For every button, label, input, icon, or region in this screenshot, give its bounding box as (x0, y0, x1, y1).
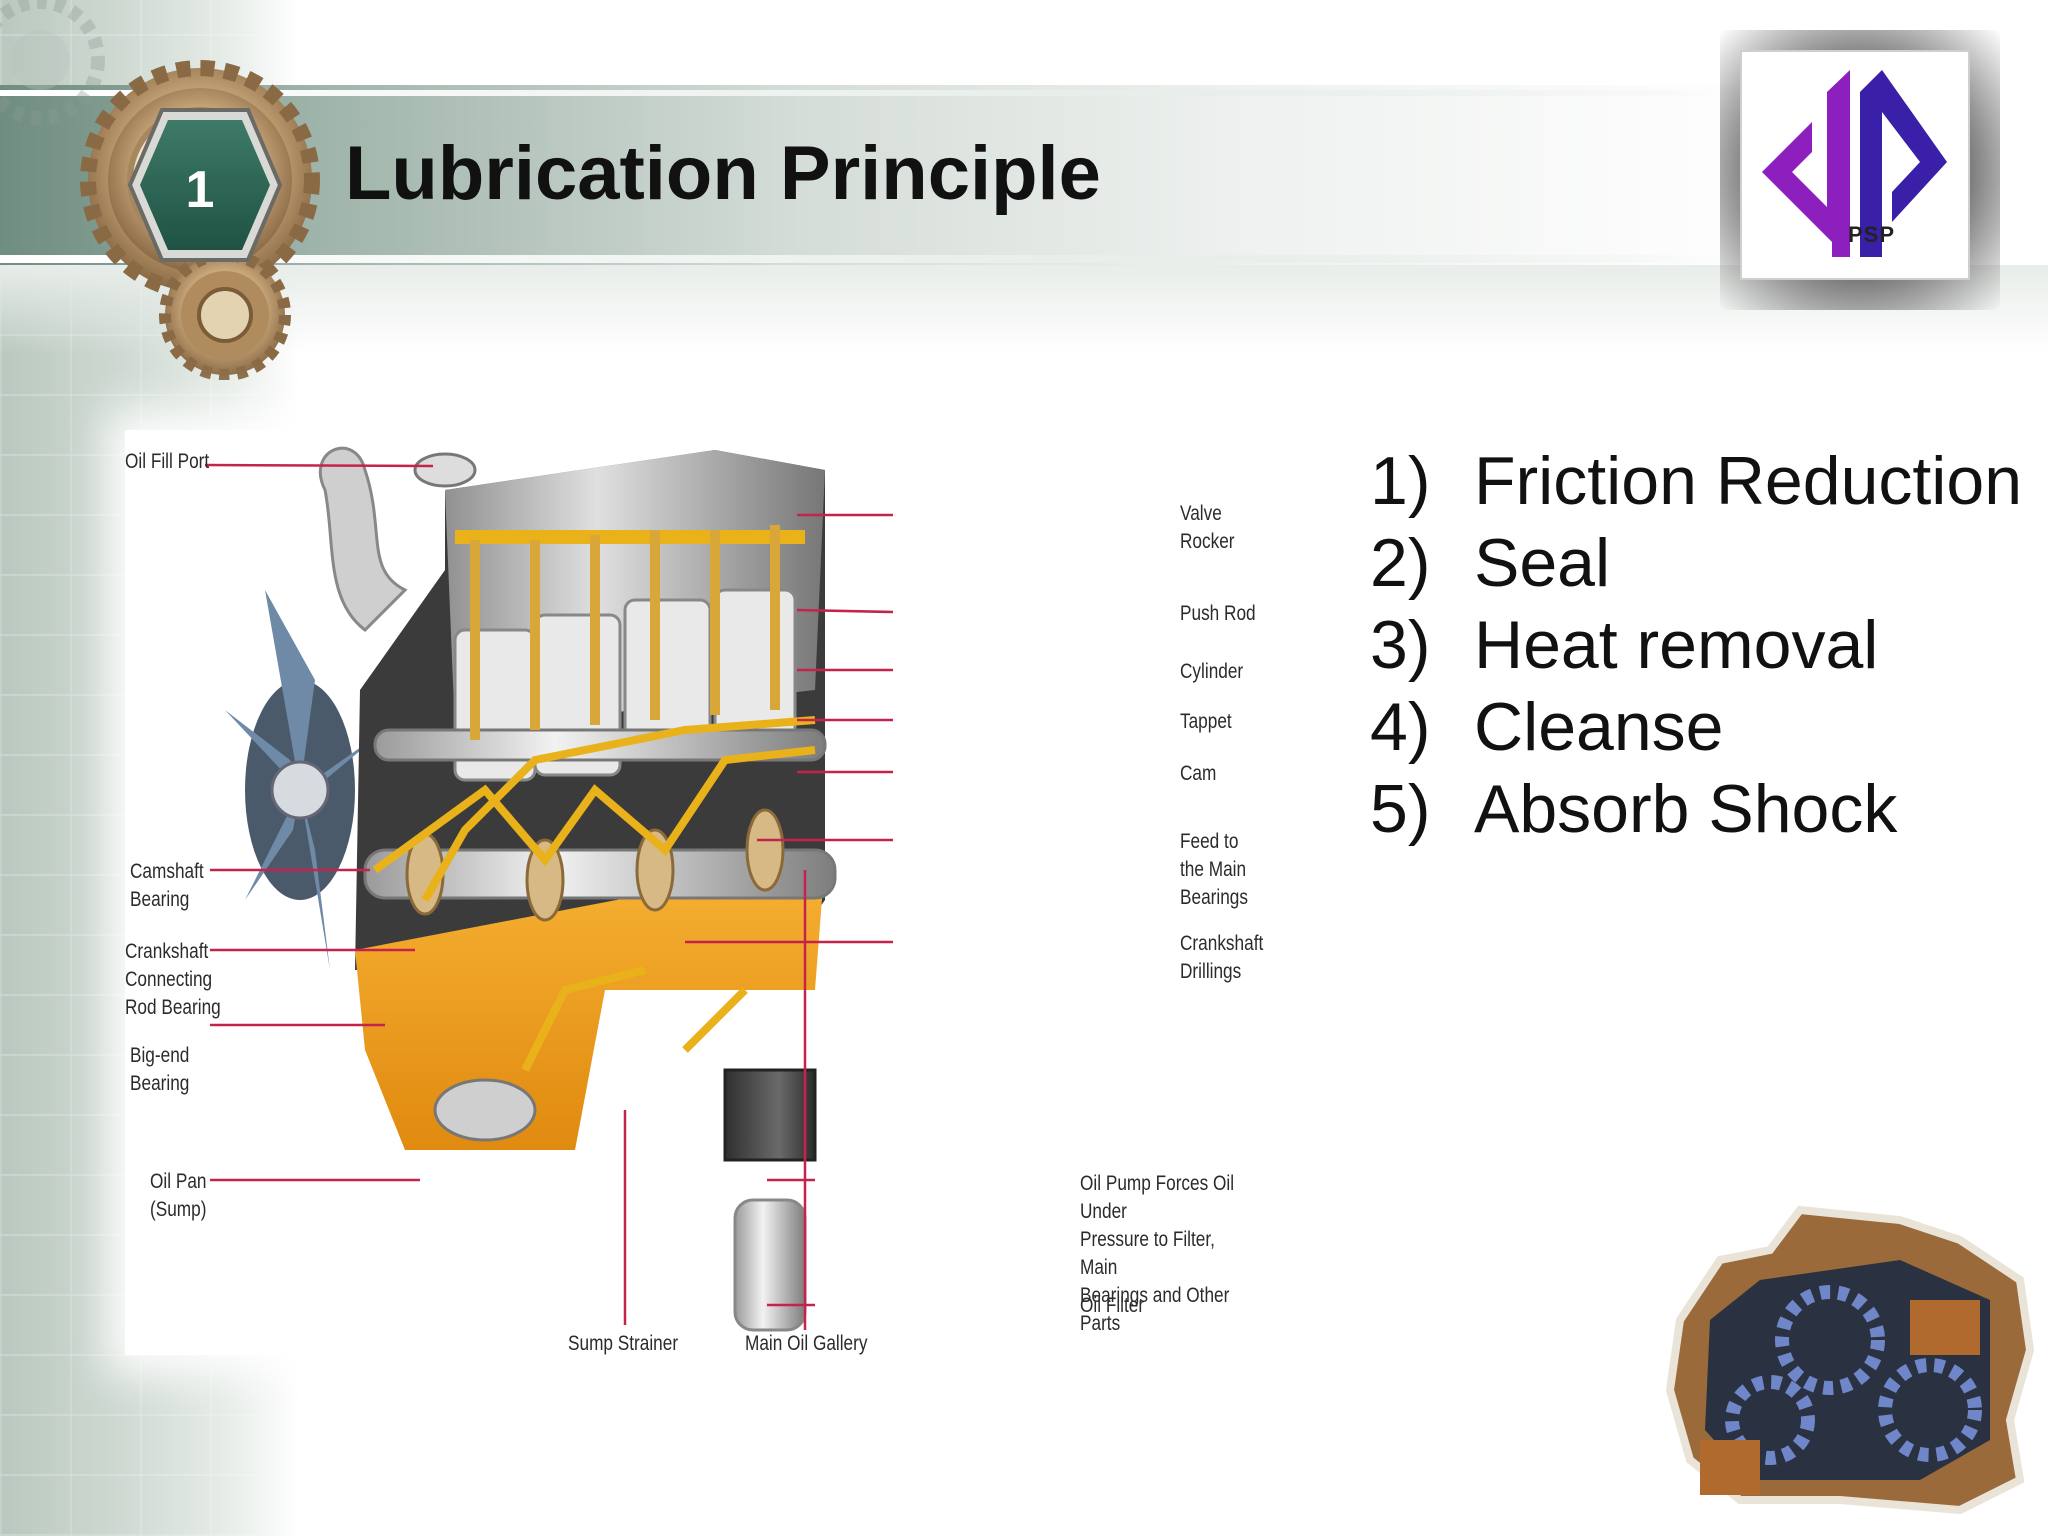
label-feed-main-bearings: Feed to the Main Bearings (1180, 830, 1248, 909)
label-camshaft-bearing: Camshaft Bearing (130, 860, 204, 911)
header-fade (0, 265, 2048, 355)
engine-illustration (204, 446, 894, 1332)
principles-list: 1)Friction Reduction 2)Seal 3)Heat remov… (1370, 440, 2022, 850)
logo-text: PSP (1848, 222, 1896, 247)
label-valve-rocker: Valve Rocker (1180, 502, 1235, 553)
label-oil-pump: Oil Pump Forces Oil Under Pressure to Fi… (1080, 1172, 1235, 1335)
header-line-top (0, 90, 1780, 96)
list-item: 5)Absorb Shock (1370, 771, 1898, 847)
label-oil-filter: Oil Filter (1080, 1294, 1145, 1317)
engine-diagram: Oil Fill Port Valve Rocker Push Rod Cyli… (125, 430, 1290, 1355)
label-cylinder: Cylinder (1180, 660, 1244, 683)
psp-logo-icon (1762, 70, 1947, 257)
broken-wall-gears-icon (1665, 1205, 2035, 1515)
label-crankshaft-rod-bearing: Crankshaft Connecting Rod Bearing (125, 940, 221, 1019)
list-item: 4)Cleanse (1370, 689, 1724, 765)
label-oil-fill-port: Oil Fill Port (125, 450, 210, 473)
slide-number: 1 (185, 161, 215, 219)
label-main-oil-gallery: Main Oil Gallery (745, 1332, 868, 1355)
logo-card (1740, 50, 1970, 280)
list-item: 3)Heat removal (1370, 607, 1879, 683)
label-cam: Cam (1180, 762, 1217, 785)
slide-title: Lubrication Principle (345, 131, 1101, 216)
header-line-bottom (0, 255, 1780, 263)
small-gear-icon (159, 249, 291, 380)
faint-gear-icon (0, 0, 105, 125)
hexagon-badge-icon (127, 108, 283, 262)
list-item: 2)Seal (1370, 525, 1611, 601)
label-sump-strainer: Sump Strainer (568, 1332, 679, 1355)
label-crankshaft-drillings: Crankshaft Drillings (1180, 932, 1264, 983)
label-push-rod: Push Rod (1180, 602, 1256, 625)
label-big-end-bearing: Big-end Bearing (130, 1044, 190, 1095)
list-item: 1)Friction Reduction (1370, 443, 2023, 519)
label-tappet: Tappet (1180, 710, 1232, 733)
label-oil-pan: Oil Pan (Sump) (150, 1170, 207, 1221)
fan-icon (225, 590, 385, 970)
gears-decoration (0, 0, 320, 380)
